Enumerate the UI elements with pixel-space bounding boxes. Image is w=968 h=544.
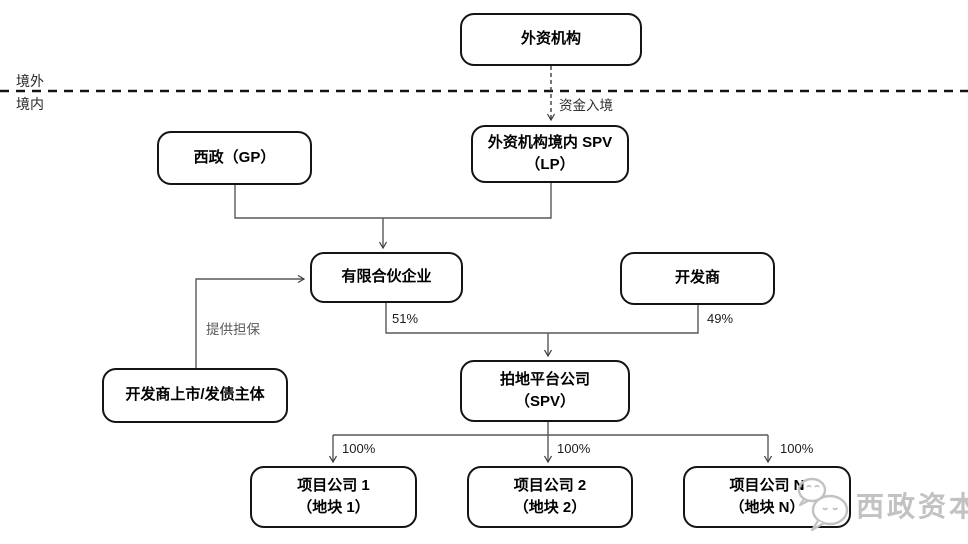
project1-share-label: 100% (342, 441, 376, 456)
project2-share-label: 100% (557, 441, 591, 456)
node-developer-listed-entity: 开发商上市/发债主体 (102, 368, 288, 423)
node-xizheng-gp: 西政（GP） (157, 131, 312, 185)
capital-entry-label: 资金入境 (559, 98, 613, 113)
node-label-line2: （LP） (525, 156, 575, 173)
node-label-line2: （地块 2） (513, 499, 587, 516)
node-foreign-spv-lp: 外资机构境内 SPV （LP） (471, 125, 629, 183)
node-label-line1: 项目公司 2 (513, 476, 587, 494)
node-label-line1: 项目公司 N (729, 476, 805, 494)
edge-shareholders-join (385, 303, 699, 334)
node-label: 开发商上市/发债主体 (125, 386, 265, 404)
edge-guarantee (195, 279, 304, 368)
developer-share-label: 49% (707, 311, 734, 326)
node-land-platform-spv: 拍地平台公司 （SPV） (460, 360, 630, 422)
node-label-line1: 外资机构境内 SPV (487, 134, 613, 152)
projectn-share-label: 100% (780, 441, 814, 456)
node-label-line1: 拍地平台公司 (499, 370, 590, 388)
node-developer: 开发商 (620, 252, 775, 305)
onshore-label: 境内 (16, 96, 44, 112)
node-project-company-1: 项目公司 1 （地块 1） (250, 466, 417, 528)
node-label-line2: （地块 N） (729, 499, 805, 516)
node-project-company-n: 项目公司 N （地块 N） (683, 466, 851, 528)
node-label-line2: （地块 1） (297, 499, 370, 516)
node-label: 外资机构 (520, 30, 581, 48)
node-foreign-institution: 外资机构 (460, 13, 642, 66)
edge-gp-lp-join (234, 183, 552, 219)
offshore-label: 境外 (16, 73, 44, 89)
node-limited-partnership: 有限合伙企业 (310, 252, 463, 303)
guarantee-label: 提供担保 (206, 322, 260, 337)
node-label: 西政（GP） (193, 148, 276, 166)
node-label: 开发商 (674, 269, 720, 287)
node-label: 有限合伙企业 (341, 268, 432, 286)
node-project-company-2: 项目公司 2 （地块 2） (467, 466, 633, 528)
node-label-line1: 项目公司 1 (297, 476, 370, 494)
partnership-share-label: 51% (392, 311, 419, 326)
node-label-line2: （SPV） (514, 393, 575, 410)
